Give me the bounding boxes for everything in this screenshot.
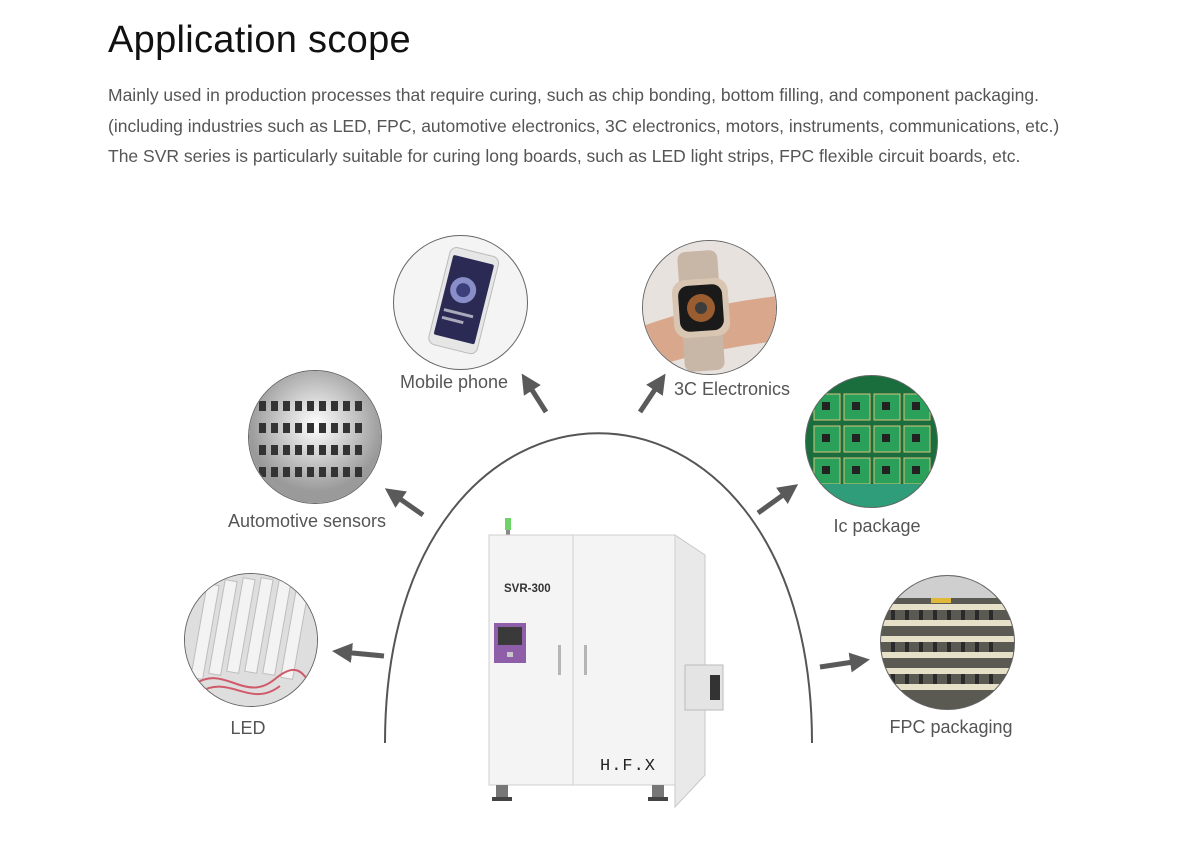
label-led: LED [230, 718, 266, 738]
fpc-packaging-image [880, 575, 1015, 710]
description-line: Mainly used in production processes that… [108, 85, 1039, 105]
svr-300-machine: SVR-300 H.F.X [480, 515, 730, 815]
signal-light-icon [505, 518, 511, 530]
label-3c-electronics: 3C Electronics [673, 379, 791, 399]
arrow-ic-package [756, 484, 799, 516]
machine-model-label: SVR-300 [504, 583, 551, 595]
arrow-led [332, 642, 385, 663]
description-line: The SVR series is particularly suitable … [108, 146, 1021, 166]
label-mobile-phone: Mobile phone [399, 372, 509, 392]
label-fpc-packaging: FPC packaging [889, 717, 1013, 737]
led-strip-image [184, 573, 318, 707]
description: Mainly used in production processes that… [108, 80, 1168, 172]
dome-arc [384, 432, 813, 744]
ic-package-image [805, 375, 938, 508]
label-automotive-sensors: Automotive sensors [227, 511, 387, 531]
description-line: (including industries such as LED, FPC, … [108, 115, 1060, 136]
arrow-mobile-phone [521, 373, 549, 414]
page-title: Application scope [108, 19, 411, 61]
arrow-automotive-sensors [384, 488, 425, 518]
automotive-sensors-image [248, 370, 382, 504]
smartwatch-image [642, 240, 777, 375]
mobile-phone-image [393, 235, 528, 370]
label-ic-package: Ic package [833, 516, 921, 536]
brand-logo: H.F.X [600, 757, 657, 776]
arrow-3c-electronics [637, 373, 666, 414]
arrow-fpc-packaging [819, 652, 870, 673]
